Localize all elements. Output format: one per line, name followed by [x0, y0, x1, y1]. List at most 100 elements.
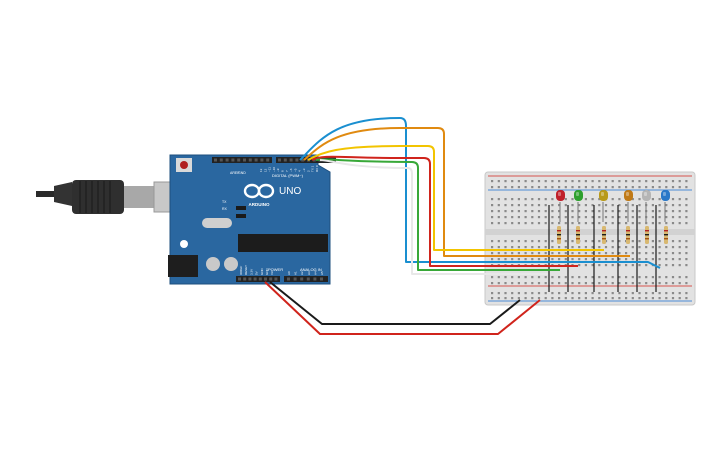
breadboard-hole[interactable]: [544, 240, 547, 243]
breadboard-hole[interactable]: [578, 204, 581, 207]
breadboard-hole[interactable]: [671, 198, 675, 201]
breadboard-hole[interactable]: [598, 204, 601, 207]
breadboard-hole[interactable]: [504, 276, 507, 279]
breadboard-hole[interactable]: [578, 258, 581, 261]
breadboard-hole[interactable]: [578, 210, 581, 213]
breadboard-hole[interactable]: [671, 258, 675, 261]
header-pin[interactable]: [300, 277, 304, 281]
breadboard-hole[interactable]: [564, 282, 567, 285]
breadboard-hole[interactable]: [591, 276, 594, 279]
breadboard-hole[interactable]: [571, 180, 574, 183]
breadboard-hole[interactable]: [611, 222, 614, 225]
breadboard-hole[interactable]: [511, 210, 514, 213]
breadboard-hole[interactable]: [544, 282, 547, 285]
breadboard-hole[interactable]: [678, 198, 681, 201]
breadboard-hole[interactable]: [491, 246, 494, 249]
breadboard-hole[interactable]: [544, 186, 547, 189]
breadboard-hole[interactable]: [551, 282, 554, 285]
breadboard-hole[interactable]: [524, 252, 527, 255]
breadboard-hole[interactable]: [537, 240, 541, 243]
breadboard-hole[interactable]: [591, 297, 594, 300]
breadboard-hole[interactable]: [685, 216, 688, 219]
breadboard-hole[interactable]: [665, 216, 668, 219]
header-pin[interactable]: [214, 158, 217, 162]
breadboard-hole[interactable]: [584, 240, 587, 243]
breadboard-hole[interactable]: [618, 246, 621, 249]
breadboard-hole[interactable]: [638, 240, 641, 243]
breadboard-hole[interactable]: [491, 180, 494, 183]
breadboard-hole[interactable]: [685, 210, 688, 213]
breadboard-hole[interactable]: [611, 282, 614, 285]
breadboard-hole[interactable]: [491, 204, 494, 207]
breadboard-hole[interactable]: [531, 240, 534, 243]
header-pin[interactable]: [219, 158, 223, 162]
breadboard-hole[interactable]: [678, 264, 681, 267]
breadboard-hole[interactable]: [544, 246, 547, 249]
breadboard-hole[interactable]: [591, 246, 594, 249]
breadboard-hole[interactable]: [551, 276, 554, 279]
breadboard-hole[interactable]: [631, 292, 634, 295]
breadboard-hole[interactable]: [517, 204, 520, 207]
breadboard-hole[interactable]: [497, 180, 500, 183]
breadboard-hole[interactable]: [611, 292, 614, 295]
breadboard-hole[interactable]: [625, 264, 628, 267]
breadboard-hole[interactable]: [658, 240, 661, 243]
breadboard-hole[interactable]: [618, 297, 621, 300]
breadboard-hole[interactable]: [604, 204, 608, 207]
breadboard-hole[interactable]: [504, 204, 507, 207]
breadboard-hole[interactable]: [591, 210, 594, 213]
breadboard-hole[interactable]: [551, 258, 554, 261]
breadboard-hole[interactable]: [584, 198, 587, 201]
breadboard-hole[interactable]: [511, 276, 514, 279]
breadboard-hole[interactable]: [524, 186, 527, 189]
breadboard-hole[interactable]: [544, 292, 547, 295]
breadboard-hole[interactable]: [678, 204, 681, 207]
breadboard-hole[interactable]: [531, 210, 534, 213]
breadboard-hole[interactable]: [497, 210, 500, 213]
breadboard-hole[interactable]: [671, 210, 675, 213]
breadboard-hole[interactable]: [511, 198, 514, 201]
breadboard-hole[interactable]: [611, 186, 614, 189]
breadboard-hole[interactable]: [685, 264, 688, 267]
breadboard-hole[interactable]: [531, 204, 534, 207]
breadboard-hole[interactable]: [531, 186, 534, 189]
breadboard-hole[interactable]: [584, 222, 587, 225]
breadboard-hole[interactable]: [558, 292, 561, 295]
breadboard-hole[interactable]: [564, 258, 567, 261]
header-pin[interactable]: [278, 158, 281, 162]
breadboard-hole[interactable]: [544, 204, 547, 207]
breadboard-hole[interactable]: [658, 180, 661, 183]
breadboard-hole[interactable]: [564, 210, 567, 213]
breadboard-hole[interactable]: [645, 180, 648, 183]
breadboard-hole[interactable]: [671, 186, 675, 189]
breadboard-hole[interactable]: [491, 186, 494, 189]
wire-green[interactable]: [315, 158, 560, 271]
breadboard-hole[interactable]: [658, 282, 661, 285]
breadboard-hole[interactable]: [504, 198, 507, 201]
breadboard-hole[interactable]: [598, 180, 601, 183]
breadboard-hole[interactable]: [564, 204, 567, 207]
breadboard-hole[interactable]: [631, 180, 634, 183]
wire-red[interactable]: [311, 155, 578, 267]
breadboard-hole[interactable]: [651, 258, 654, 261]
reset-button-cap[interactable]: [180, 161, 188, 169]
breadboard-hole[interactable]: [551, 216, 554, 219]
breadboard-hole[interactable]: [537, 252, 541, 255]
breadboard-hole[interactable]: [678, 297, 681, 300]
breadboard-hole[interactable]: [611, 216, 614, 219]
breadboard-hole[interactable]: [504, 252, 507, 255]
header-pin[interactable]: [320, 277, 323, 281]
breadboard-hole[interactable]: [531, 297, 534, 300]
breadboard-hole[interactable]: [651, 240, 654, 243]
breadboard-hole[interactable]: [537, 246, 541, 249]
breadboard-hole[interactable]: [671, 252, 675, 255]
breadboard-hole[interactable]: [658, 258, 661, 261]
breadboard-hole[interactable]: [584, 246, 587, 249]
breadboard-hole[interactable]: [658, 292, 661, 295]
breadboard-hole[interactable]: [631, 198, 634, 201]
breadboard-hole[interactable]: [517, 258, 520, 261]
breadboard-hole[interactable]: [678, 210, 681, 213]
breadboard-hole[interactable]: [611, 210, 614, 213]
breadboard-hole[interactable]: [631, 276, 634, 279]
